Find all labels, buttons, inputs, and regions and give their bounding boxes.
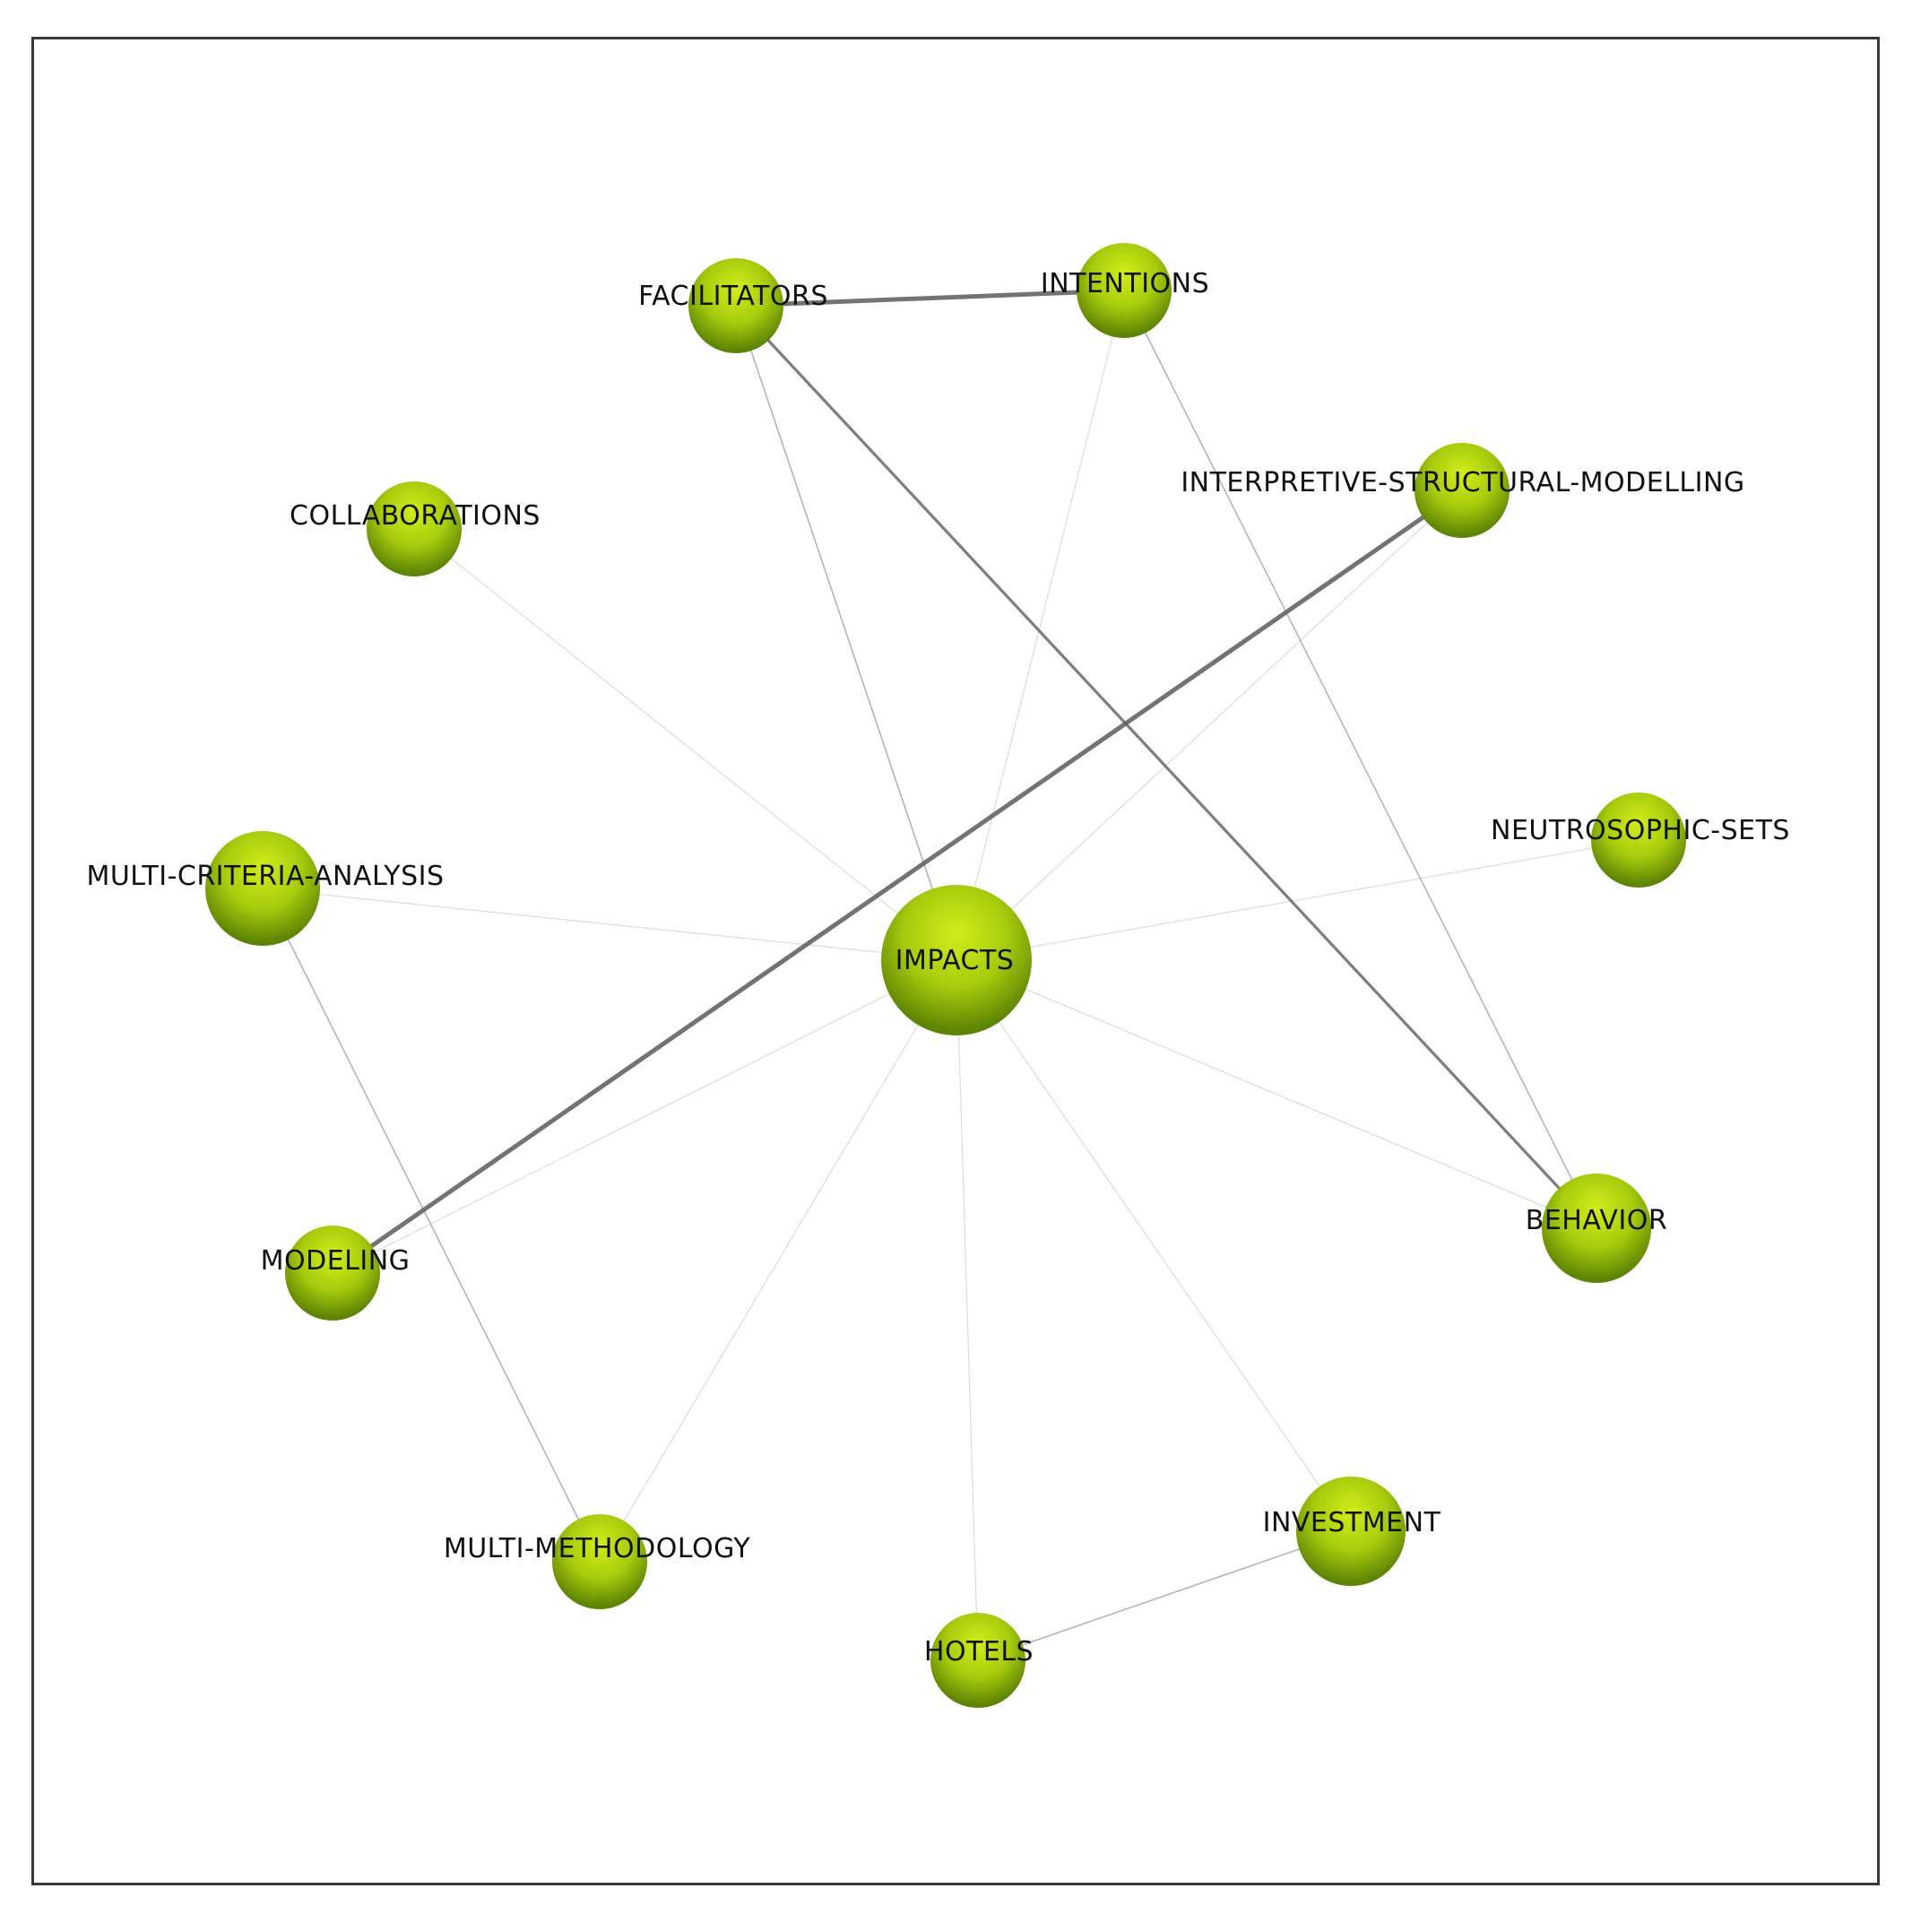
node-ism[interactable] (1415, 443, 1510, 538)
edge-impacts-multimethodology (599, 959, 957, 1563)
edge-impacts-intentions (956, 290, 1125, 961)
node-modeling[interactable] (285, 1226, 380, 1321)
node-facilitators[interactable] (688, 258, 783, 353)
network-graph: IMPACTS FACILITATORS INTENTIONS INTERPRETIV… (86, 243, 1789, 1708)
edge-impacts-collaborations (413, 528, 957, 961)
node-label-behavior: BEHAVIOR (1526, 1205, 1668, 1236)
node-label-facilitators: FACILITATORS (638, 281, 828, 312)
node-multimethodology[interactable] (552, 1514, 647, 1609)
node-hotels[interactable] (930, 1613, 1025, 1708)
node-mca[interactable] (205, 831, 320, 946)
edge-impacts-mca (262, 888, 957, 961)
node-label-collaborations: COLLABORATIONS (290, 500, 541, 532)
edge-ism-modeling (330, 488, 1465, 1276)
node-intentions[interactable] (1077, 243, 1172, 338)
edge-facilitators-intentions (733, 288, 1127, 308)
edge-impacts-hotels (956, 959, 979, 1661)
edge-facilitators-behavior (734, 304, 1598, 1230)
node-label-investment: INVESTMENT (1263, 1507, 1441, 1538)
node-label-mca: MULTI-CRITERIA-ANALYSIS (86, 861, 444, 892)
edges-layer (262, 288, 1639, 1661)
node-investment[interactable] (1296, 1477, 1406, 1586)
edge-impacts-behavior (956, 959, 1597, 1229)
node-label-ism: INTERPRETIVE-STRUCTURAL-MODELLING (1181, 467, 1744, 498)
edge-impacts-ism (956, 489, 1463, 961)
edge-mca-multimethodology (262, 888, 601, 1563)
node-label-neutrosophic: NEUTROSOPHIC-SETS (1491, 815, 1790, 846)
labels-layer: IMPACTS FACILITATORS INTENTIONS INTERPRETIV… (86, 268, 1789, 1668)
edge-intentions-behavior (1123, 290, 1597, 1229)
node-neutrosophic[interactable] (1591, 793, 1686, 888)
edge-impacts-modeling (332, 959, 957, 1274)
node-behavior[interactable] (1542, 1174, 1651, 1283)
node-impacts[interactable] (881, 885, 1032, 1035)
edge-impacts-investment (956, 959, 1352, 1532)
edge-impacts-neutrosophic (956, 839, 1639, 961)
node-label-intentions: INTENTIONS (1041, 268, 1209, 299)
network-frame: IMPACTS FACILITATORS INTENTIONS INTERPRETIV… (31, 37, 1880, 1885)
node-label-impacts: IMPACTS (895, 945, 1015, 976)
node-label-hotels: HOTELS (924, 1636, 1034, 1668)
node-label-multimethodology: MULTI-METHODOLOGY (444, 1533, 750, 1564)
nodes-layer (205, 243, 1686, 1708)
node-collaborations[interactable] (367, 481, 462, 576)
node-label-modeling: MODELING (261, 1245, 411, 1277)
edge-hotels-investment (977, 1530, 1352, 1661)
edge-impacts-facilitators (735, 305, 957, 961)
